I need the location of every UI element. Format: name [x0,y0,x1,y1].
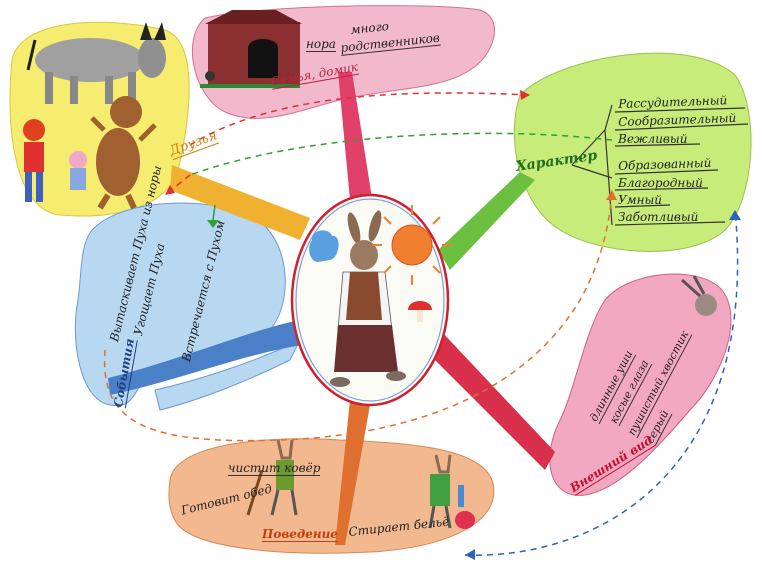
character-blob [513,52,752,252]
pooh-icon [90,96,157,210]
donkey-icon [26,22,166,104]
friends-to-character-connector [189,92,531,146]
mushroom-icon [408,301,432,322]
rabbit-head-icon [681,275,717,316]
character-item-label: Умный [618,193,663,207]
character-item-label: Образованный [617,155,712,173]
cloud-icon [309,230,339,262]
house-icon [200,10,302,88]
character-item-label: Рассудительный [617,93,728,111]
character-item-label: Вежливый [618,132,688,146]
appearance-petal [425,330,555,470]
character-petal [438,172,535,270]
rabbit-icon [330,210,406,387]
behavior-item-label: чистит ковёр [228,461,321,476]
family-petal [338,72,372,200]
events-petal [108,320,302,395]
appearance-blob [549,273,732,496]
character-item-label: Заботливый [618,210,699,224]
family-item-label: много [349,18,390,37]
friends-petal [170,165,310,240]
behavior-to-character-connector [464,209,739,556]
boy-icon [23,119,45,202]
events-to-appearance-connector [103,189,613,442]
rabbit-laundry-icon [428,454,475,529]
piglet-icon [69,151,87,190]
sun-icon [372,205,452,285]
character-to-friends-connector [189,132,613,176]
family-item-label: нора [306,37,336,52]
behavior-petal [335,400,370,545]
character-item-label: Благородный [618,176,703,190]
behavior-title: Поведение [262,527,338,542]
